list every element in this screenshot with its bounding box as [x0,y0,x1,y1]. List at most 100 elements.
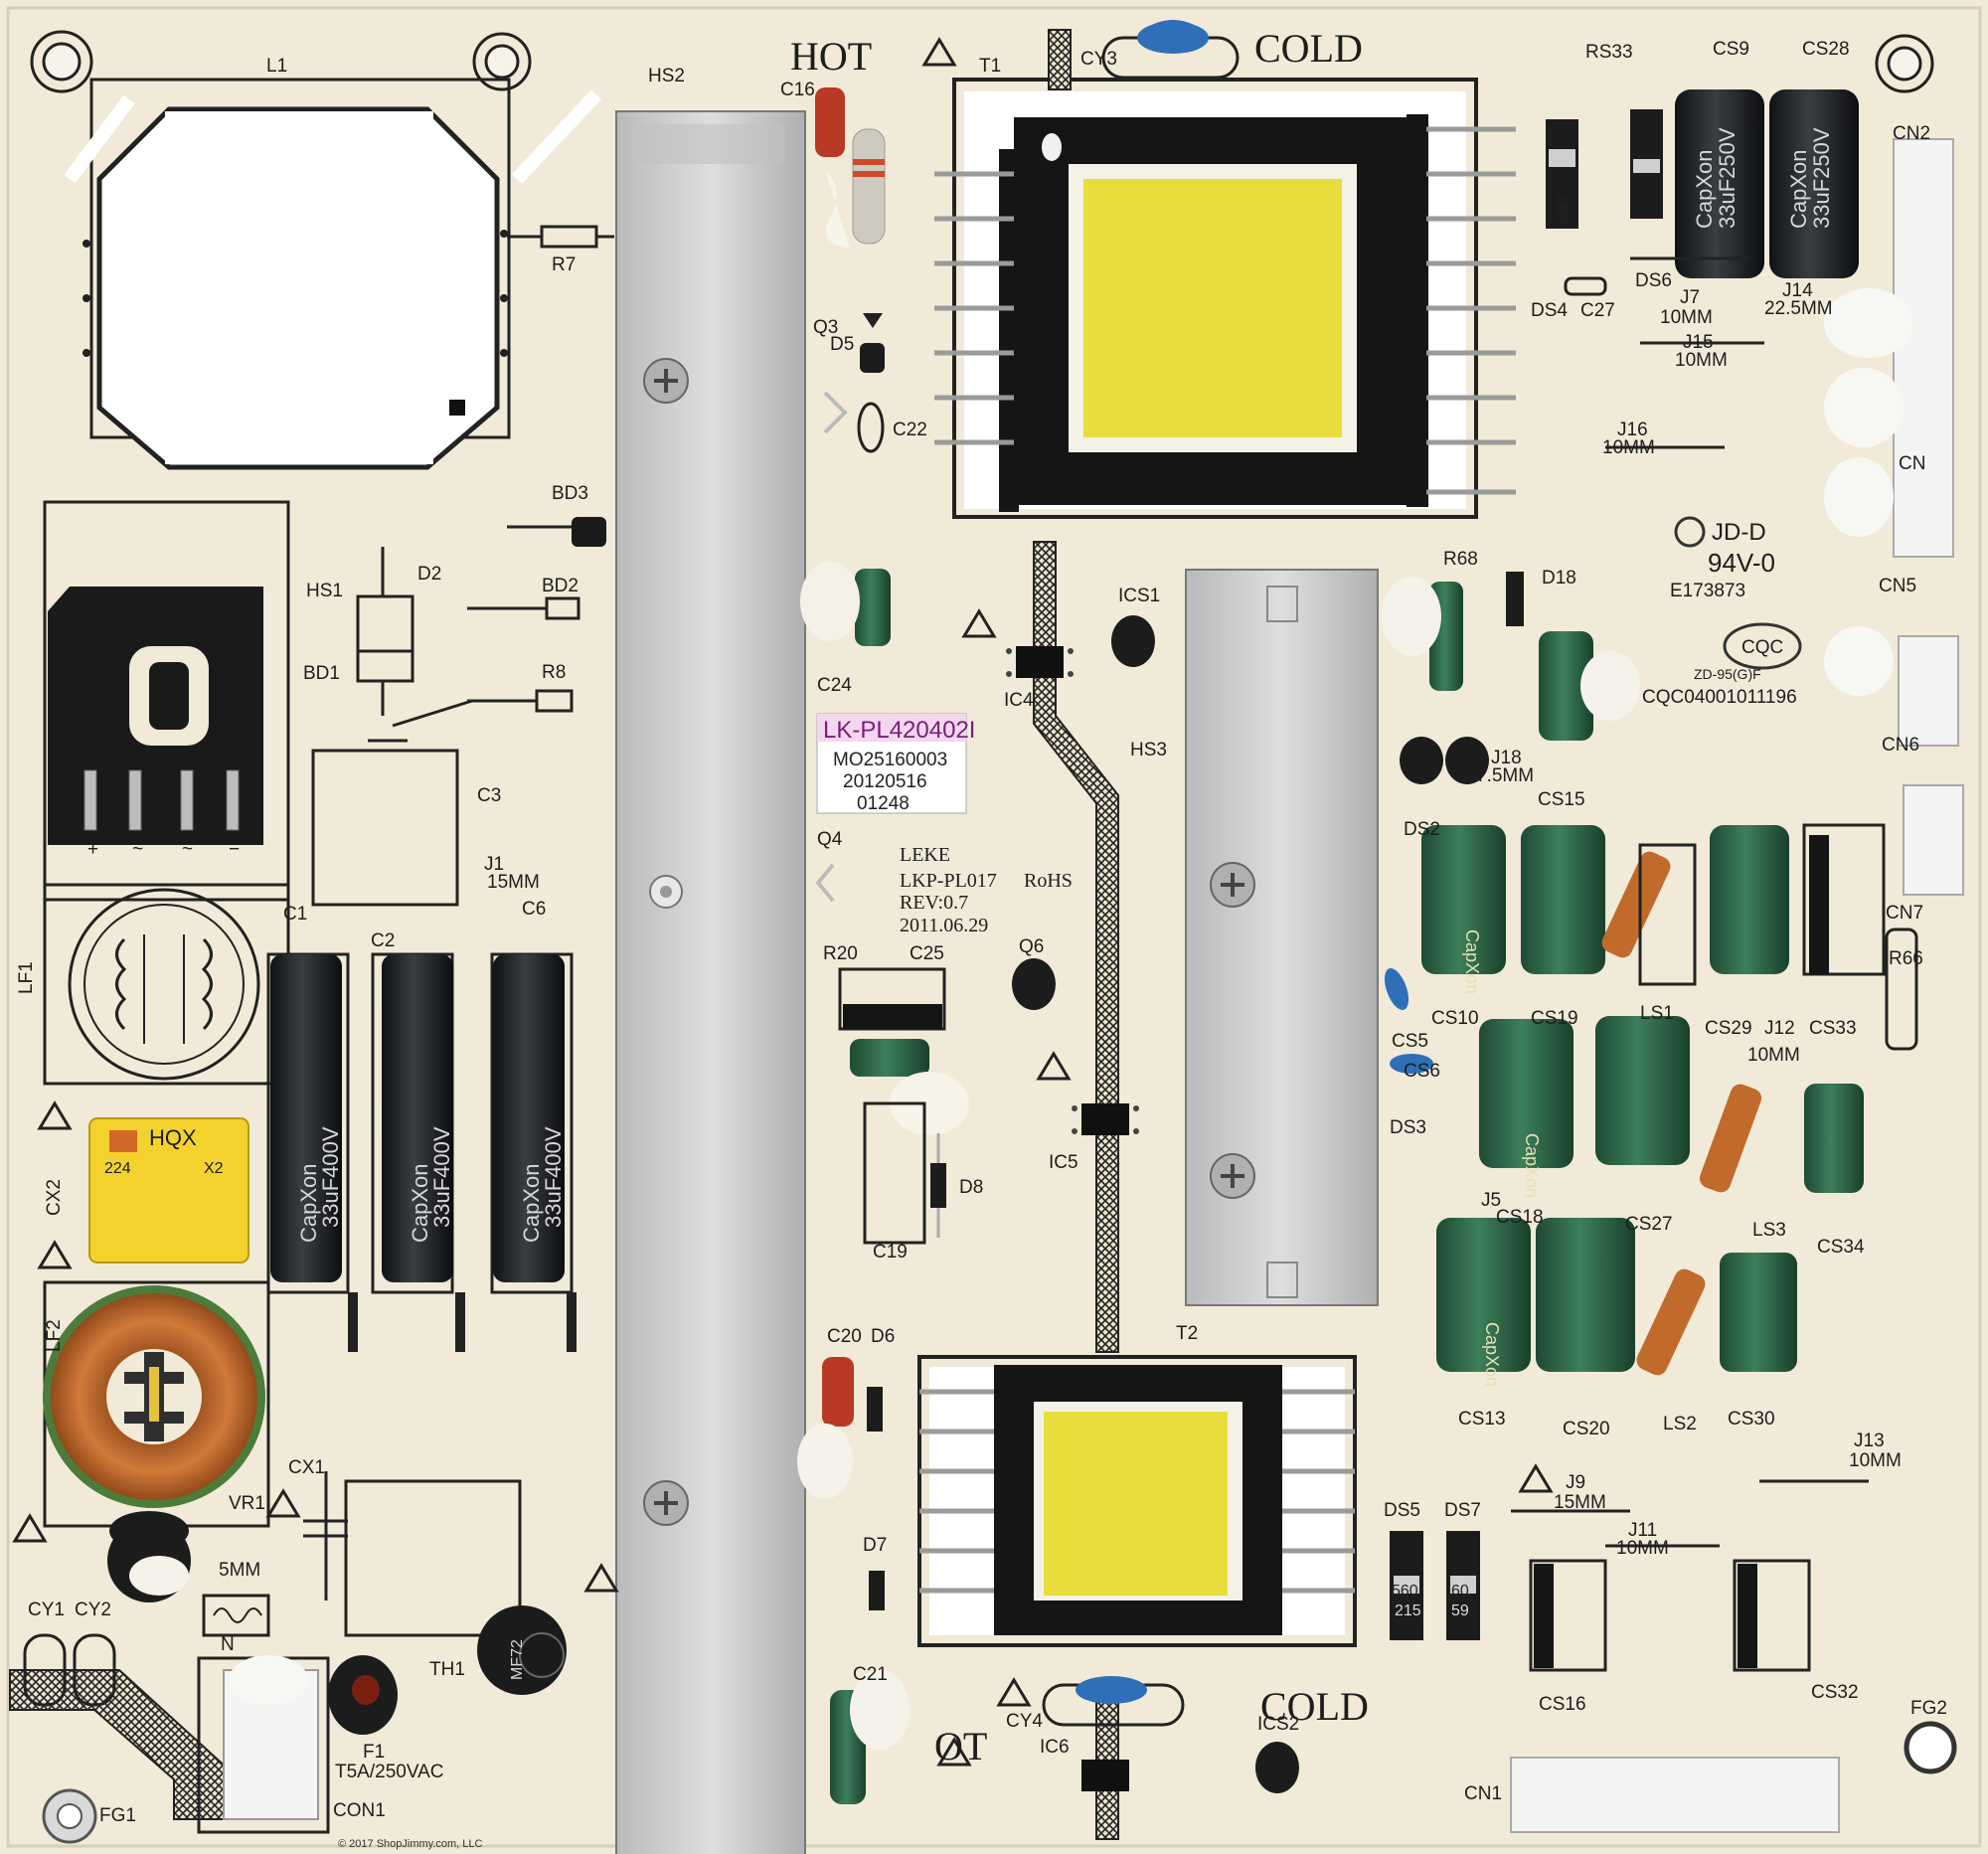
svg-text:N: N [221,1634,235,1655]
svg-text:59: 59 [1451,1602,1469,1619]
svg-text:C6: C6 [522,899,546,920]
cert-94v: 94V-0 [1708,548,1775,578]
svg-text:10MM: 10MM [1660,307,1713,328]
svg-text:CS9: CS9 [1713,39,1749,60]
revision-date: 2011.06.29 [900,915,988,936]
svg-text:DS3: DS3 [1390,1117,1426,1138]
svg-text:10MM: 10MM [1849,1450,1902,1471]
svg-text:10MM: 10MM [1616,1538,1669,1559]
svg-text:+: + [87,839,98,860]
svg-text:DS5: DS5 [1384,1500,1420,1521]
svg-text:D6: D6 [871,1326,895,1347]
svg-text:CapXon: CapXon [1692,149,1717,229]
svg-text:120V: 120V [1555,194,1571,227]
svg-text:HS1: HS1 [306,581,343,601]
svg-text:CS15: CS15 [1538,789,1585,810]
svg-text:J9: J9 [1566,1472,1585,1493]
maker-name: LEKE [900,844,950,866]
mounting-holes [30,30,1934,93]
sticker-model: LK-PL420402I [823,717,975,744]
svg-text:J12: J12 [1764,1018,1795,1039]
svg-text:CN7: CN7 [1886,903,1923,924]
copyright: © 2017 ShopJimmy.com, LLC [338,1838,483,1850]
connectors-right [1893,138,1964,896]
svg-text:J13: J13 [1854,1431,1885,1451]
part-number: LKP-PL017 [900,870,997,892]
x2-capacitor-cx2 [88,1117,249,1264]
svg-text:15MM: 15MM [487,872,540,893]
svg-text:CS29: CS29 [1705,1018,1752,1039]
svg-text:HS3: HS3 [1130,740,1167,760]
svg-text:L1: L1 [266,56,287,77]
revision: REV:0.7 [900,892,968,914]
svg-text:CS19: CS19 [1531,1008,1578,1029]
svg-text:J11: J11 [1628,1520,1657,1541]
svg-text:R20: R20 [823,943,858,964]
svg-text:X2: X2 [204,1160,224,1177]
svg-text:CS18: CS18 [1496,1207,1544,1228]
svg-text:R7: R7 [552,254,576,275]
svg-text:CY3: CY3 [1080,49,1117,70]
svg-text:IC5: IC5 [1049,1152,1078,1173]
svg-text:CN: CN [1899,453,1925,474]
svg-text:IC4: IC4 [1004,690,1034,711]
svg-text:C24: C24 [817,675,852,696]
svg-text:CON1: CON1 [333,1800,386,1821]
svg-text:R66: R66 [1889,948,1923,969]
silkscreen-text: HOT COLD COLD OT L1 HS2 C16 T1 CY3 RS33 … [16,26,1947,1850]
svg-text:J1: J1 [484,854,504,875]
cert-jd: JD-D [1712,519,1766,546]
svg-text:CS10: CS10 [1431,1008,1479,1029]
svg-text:VR1: VR1 [229,1493,265,1514]
svg-text:CY1: CY1 [28,1600,65,1620]
svg-text:CapXon: CapXon [1522,1133,1542,1198]
svg-text:FG2: FG2 [1910,1698,1947,1719]
serial-sticker [816,713,967,814]
svg-text:J5: J5 [1481,1190,1501,1211]
svg-text:MF72: MF72 [509,1639,526,1680]
svg-text:60: 60 [1451,1583,1469,1600]
svg-text:CY2: CY2 [75,1600,111,1620]
svg-text:D5: D5 [830,334,854,355]
cert-cqc-number: CQC04001011196 [1642,687,1797,708]
cert-e: E173873 [1670,581,1745,601]
svg-text:C21: C21 [853,1664,888,1685]
secondary-capacitors [1421,825,1864,1372]
svg-text:F1: F1 [363,1742,385,1763]
transformer-t2 [917,1355,1357,1647]
svg-text:C3: C3 [477,785,501,806]
heatsink-hs2 [615,110,806,1854]
svg-text:HQX: HQX [149,1125,197,1150]
sticker-date: 20120516 [843,771,927,792]
svg-text:CN6: CN6 [1882,735,1919,756]
svg-text:CapXon: CapXon [1462,929,1482,994]
svg-text:CX1: CX1 [288,1457,325,1478]
cold-label-bottom: COLD [1260,1684,1369,1729]
svg-text:LS3: LS3 [1752,1220,1786,1241]
svg-text:R8: R8 [542,662,566,683]
svg-text:CX2: CX2 [44,1179,65,1216]
svg-text:CN5: CN5 [1879,576,1916,596]
svg-text:FG1: FG1 [99,1805,136,1826]
svg-text:15MM: 15MM [1554,1492,1606,1513]
svg-text:LF1: LF1 [16,961,37,994]
svg-text:CS27: CS27 [1625,1214,1673,1235]
svg-text:CS16: CS16 [1539,1694,1586,1715]
svg-text:J14: J14 [1782,280,1813,301]
svg-text:33uF250V: 33uF250V [1715,127,1740,229]
svg-text:C27: C27 [1580,300,1615,321]
svg-text:CS20: CS20 [1563,1419,1610,1439]
svg-text:C20: C20 [827,1326,862,1347]
svg-text:~: ~ [132,839,143,860]
svg-text:Q3: Q3 [813,317,838,338]
hot-label-bottom: OT [934,1724,987,1769]
svg-text:~: ~ [182,839,193,860]
svg-text:DS6: DS6 [1635,270,1672,291]
cold-label-top: COLD [1254,26,1363,71]
svg-text:LS2: LS2 [1663,1414,1697,1434]
svg-text:CY4: CY4 [1006,1711,1043,1732]
y-capacitors [1042,20,1240,1727]
svg-text:BD2: BD2 [542,576,579,596]
connector-con1 [197,1655,330,1834]
svg-text:DS2: DS2 [1404,819,1440,840]
